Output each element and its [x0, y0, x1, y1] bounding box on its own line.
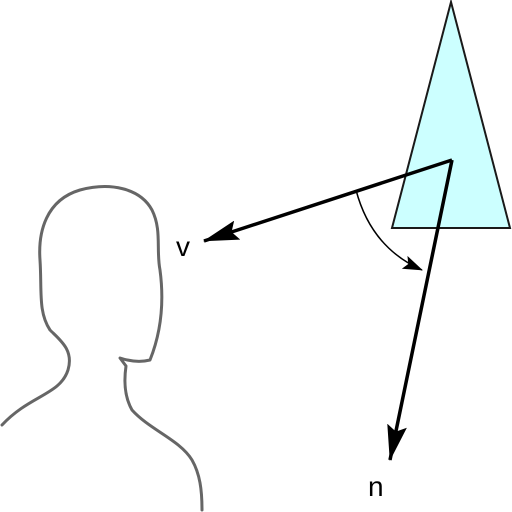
view-vector-arrow	[203, 158, 453, 243]
angle-arc	[355, 189, 423, 271]
surface-triangle	[390, 0, 512, 229]
view-vector-label: v	[176, 231, 190, 262]
normal-vector-label: n	[368, 471, 384, 502]
normal-vector-arrow	[387, 159, 454, 461]
viewer-head-outline	[0, 185, 204, 512]
